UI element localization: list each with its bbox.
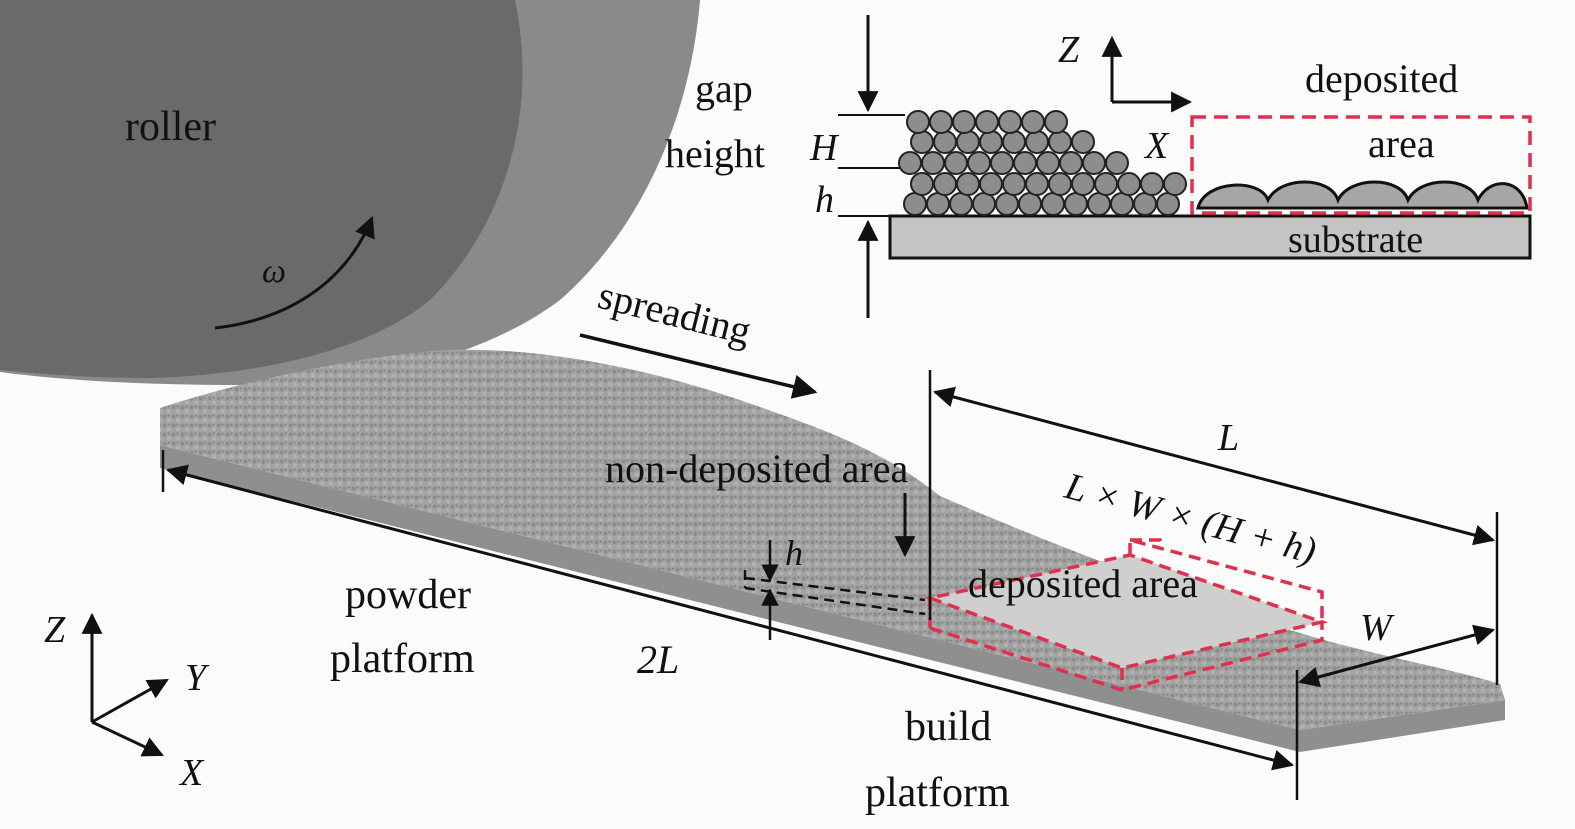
inset-deposited-label-1: deposited: [1305, 56, 1458, 101]
powder-particle: [933, 172, 957, 196]
powder-particle: [1133, 192, 1157, 216]
powder-particle: [1036, 151, 1060, 175]
powder-particle: [1110, 192, 1134, 216]
rotation-arrow: [214, 216, 375, 330]
powder-particle: [921, 151, 945, 175]
powder-particle: [1048, 172, 1072, 196]
omega-label: ω: [262, 253, 286, 290]
deposited-area-label-3d: deposited area: [968, 561, 1198, 606]
powder-particle: [1025, 172, 1049, 196]
powder-particle: [1059, 151, 1083, 175]
powder-particle: [1071, 130, 1095, 154]
powder-particle: [967, 151, 991, 175]
powder-particle: [1002, 172, 1026, 196]
powder-particle: [979, 172, 1003, 196]
inset-deposited-label-2: area: [1368, 121, 1435, 166]
powder-particle: [933, 130, 957, 154]
spreading-arrow: [579, 333, 818, 399]
powder-particle: [1087, 192, 1111, 216]
substrate-label: substrate: [1288, 219, 1423, 261]
powder-particle: [1105, 151, 1129, 175]
axis-x-3d: X: [178, 752, 205, 794]
powder-particle: [949, 192, 973, 216]
powder-particle: [1140, 172, 1164, 196]
powder-particle: [1048, 130, 1072, 154]
powder-particle: [990, 151, 1014, 175]
dimension-2L: 2L: [161, 450, 1295, 771]
inset-deposited-layer: [1196, 180, 1529, 210]
powder-particle: [1071, 172, 1095, 196]
W-label: W: [1360, 607, 1395, 649]
powder-particle: [1163, 172, 1187, 196]
inset-axis-x: X: [1143, 125, 1170, 167]
gap-label-2: height: [665, 131, 765, 176]
inset-h-label: h: [815, 179, 834, 221]
inset-deposited-box: [1190, 115, 1532, 215]
build-platform-label-2: platform: [865, 770, 1010, 816]
powder-particle: [926, 192, 950, 216]
powder-particle: [910, 130, 934, 154]
inset-H-label: H: [809, 127, 840, 169]
powder-particle: [1002, 130, 1026, 154]
L-label: L: [1217, 417, 1239, 459]
inset-substrate: [888, 214, 1532, 260]
powder-particle: [1041, 192, 1065, 216]
powder-particle: [1018, 192, 1042, 216]
powder-particle: [1082, 151, 1106, 175]
powder-particle: [998, 110, 1022, 134]
powder-particle: [1156, 192, 1180, 216]
powder-particle: [1117, 172, 1141, 196]
roller-label: roller: [125, 104, 216, 150]
powder-particle: [910, 172, 934, 196]
2L-label: 2L: [637, 637, 679, 682]
h-label-3d: h: [785, 533, 803, 573]
powder-particle: [903, 192, 927, 216]
powder-particle: [1094, 172, 1118, 196]
dimension-W: W: [1295, 607, 1496, 800]
inset-cross-section: gap height H h substrate deposited area …: [665, 15, 1532, 318]
powder-particle: [975, 110, 999, 134]
platform-side: [160, 445, 1505, 752]
roller-body: [0, 0, 523, 378]
powder-particle: [1044, 110, 1068, 134]
powder-particle: [956, 172, 980, 196]
inset-axis-z: Z: [1058, 29, 1080, 71]
powder-particle: [956, 130, 980, 154]
roller: roller ω: [0, 0, 700, 385]
powder-particle: [898, 151, 922, 175]
gap-label-1: gap: [695, 66, 753, 111]
powder-particle: [972, 192, 996, 216]
powder-platform-label-2: platform: [330, 636, 475, 682]
inset-powder-particles: [898, 110, 1187, 216]
powder-particle: [1025, 130, 1049, 154]
powder-particle: [944, 151, 968, 175]
axes-3d: [81, 612, 169, 757]
spreading-label: spreading: [594, 272, 756, 353]
build-platform-label-1: build: [905, 704, 991, 750]
axis-y-3d: Y: [185, 657, 210, 699]
non-deposited-area-label: non-deposited area: [605, 446, 908, 491]
axis-z-3d: Z: [44, 609, 66, 651]
powder-particle: [1021, 110, 1045, 134]
powder-particle: [929, 110, 953, 134]
powder-platform-label-1: powder: [345, 572, 471, 618]
powder-particle: [1064, 192, 1088, 216]
powder-particle: [1013, 151, 1037, 175]
powder-particle: [906, 110, 930, 134]
powder-particle: [995, 192, 1019, 216]
powder-particle: [979, 130, 1003, 154]
powder-particle: [952, 110, 976, 134]
